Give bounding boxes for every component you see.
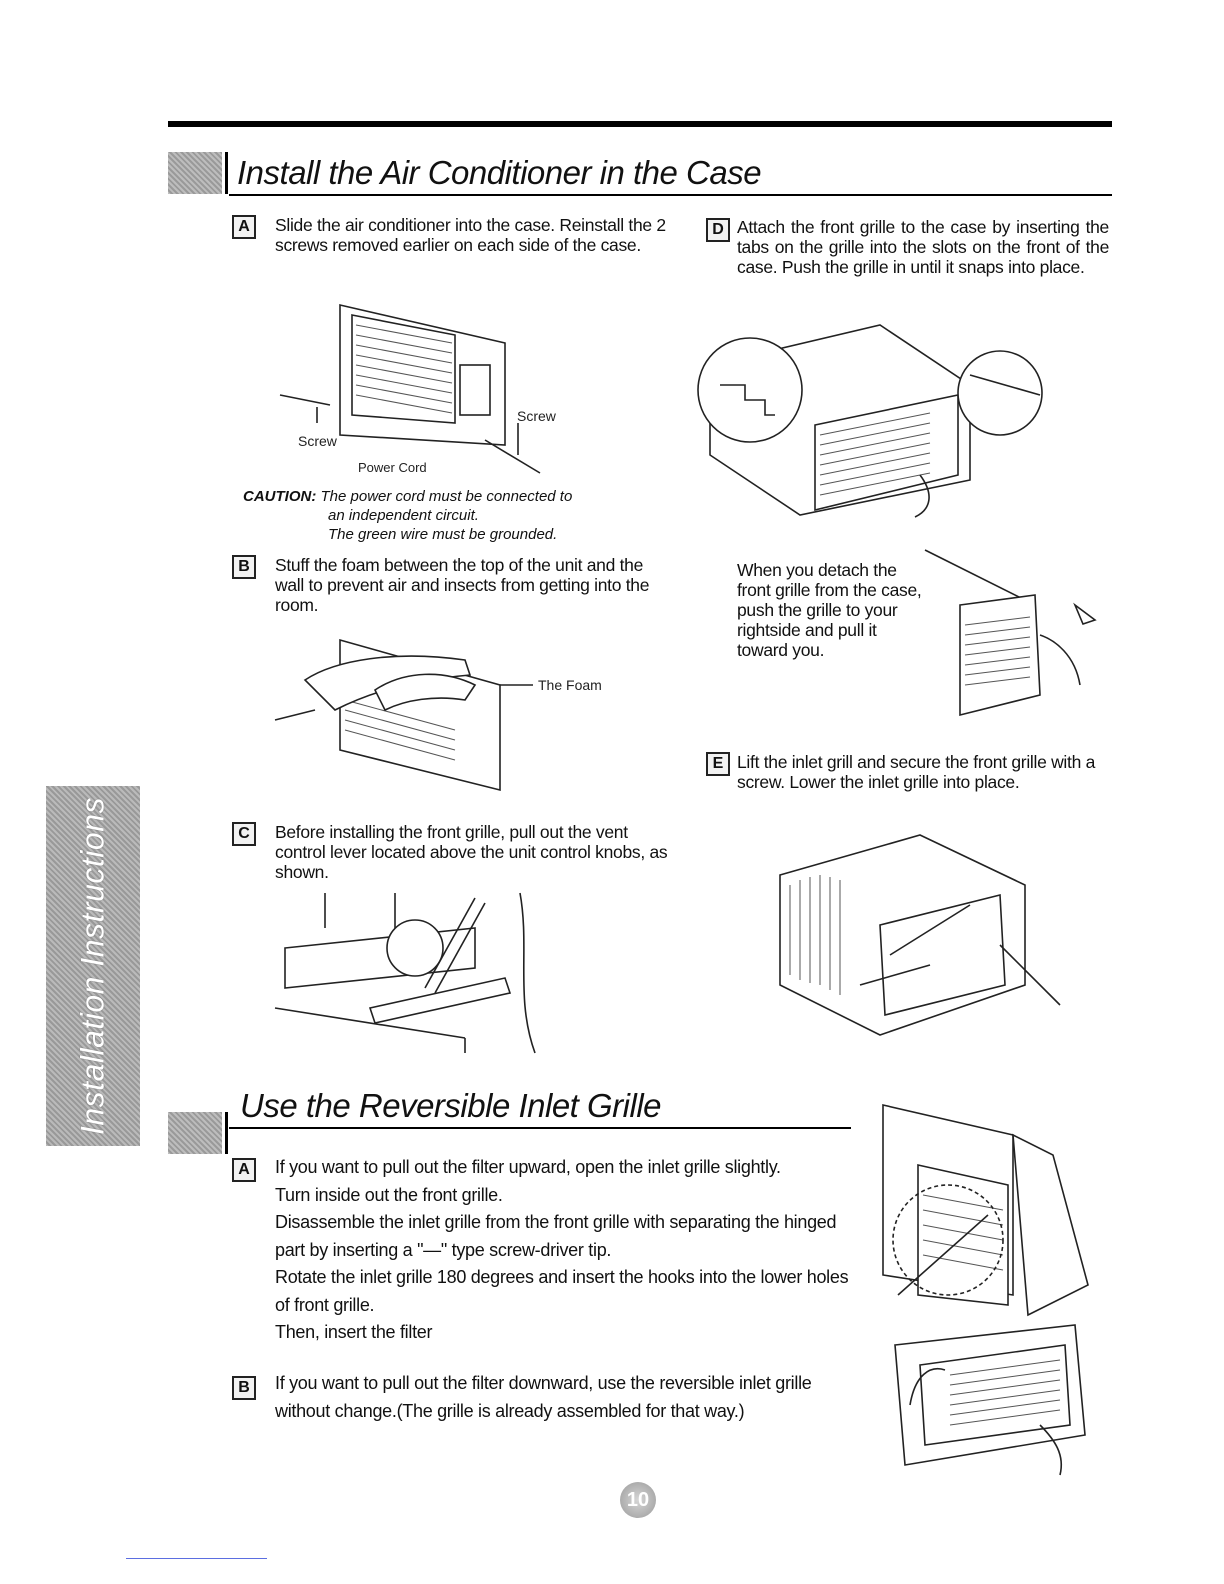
detach-grille-illustration [924,549,1097,717]
slide-unit-illustration [279,303,541,474]
reversible-step-b-text: If you want to pull out the filter downw… [275,1373,812,1421]
label-foam: The Foam [538,677,602,693]
step-a-badge: A [232,215,256,239]
label-screw-right: Screw [517,408,556,424]
top-rule [168,121,1112,127]
reversible-step-b-badge: B [232,1376,256,1400]
section-title-install: Install the Air Conditioner in the Case [237,154,762,191]
label-screw-left: Screw [298,433,337,449]
section-title-reversible: Use the Reversible Inlet Grille [240,1087,662,1124]
step-e-badge: E [706,752,730,776]
bottom-rule [126,1558,267,1559]
caution-text-2: an independent circuit. [328,507,479,524]
side-tab: Installation Instructions [46,786,140,1146]
step-a-text: Slide the air conditioner into the case.… [275,215,666,255]
label-power-cord: Power Cord [358,460,427,475]
side-tab-text: Installation Instructions [74,797,111,1135]
step-c-badge: C [232,822,256,846]
step-e-text: Lift the inlet grill and secure the fron… [737,752,1095,792]
reversible-step-a-line3: Disassemble the inlet grille from the fr… [275,1212,837,1260]
detach-note-text: When you detach the front grille from th… [737,560,922,660]
inlet-grille-assembled-illustration [894,1324,1086,1476]
reversible-step-a-line2: Turn inside out the front grille. [275,1184,503,1205]
reversible-step-a-line5: Then, insert the filter [275,1322,433,1342]
step-b-text: Stuff the foam between the top of the un… [275,555,650,615]
caution-line1: CAUTION: The power cord must be connecte… [243,488,572,506]
section-underline [229,1127,851,1129]
reversible-step-a-line4: Rotate the inlet grille 180 degrees and … [275,1267,849,1315]
page-number-badge: 10 [620,1482,656,1518]
step-c-text: Before installing the front grille, pull… [275,822,668,882]
section-marker-icon [168,152,228,194]
reversible-step-a-text: If you want to pull out the filter upwar… [275,1154,853,1347]
reversible-step-a-badge: A [232,1158,256,1182]
section-marker-icon [168,1112,228,1154]
caution-text-3: The green wire must be grounded. [328,526,558,543]
section-underline [229,194,1112,196]
vent-lever-illustration [274,892,536,1054]
foam-illustration [274,638,533,792]
step-d-badge: D [706,218,730,242]
step-d-text: Attach the front grille to the case by i… [737,217,1109,277]
caution-text-1: The power cord must be connected to [320,488,573,505]
secure-grille-illustration [779,834,1061,1036]
attach-grille-illustration [697,324,1043,518]
caution-label: CAUTION: [243,488,317,505]
reversible-step-a-line1: If you want to pull out the filter upwar… [275,1157,781,1177]
inlet-grille-open-illustration [882,1103,1089,1317]
step-b-badge: B [232,555,256,579]
